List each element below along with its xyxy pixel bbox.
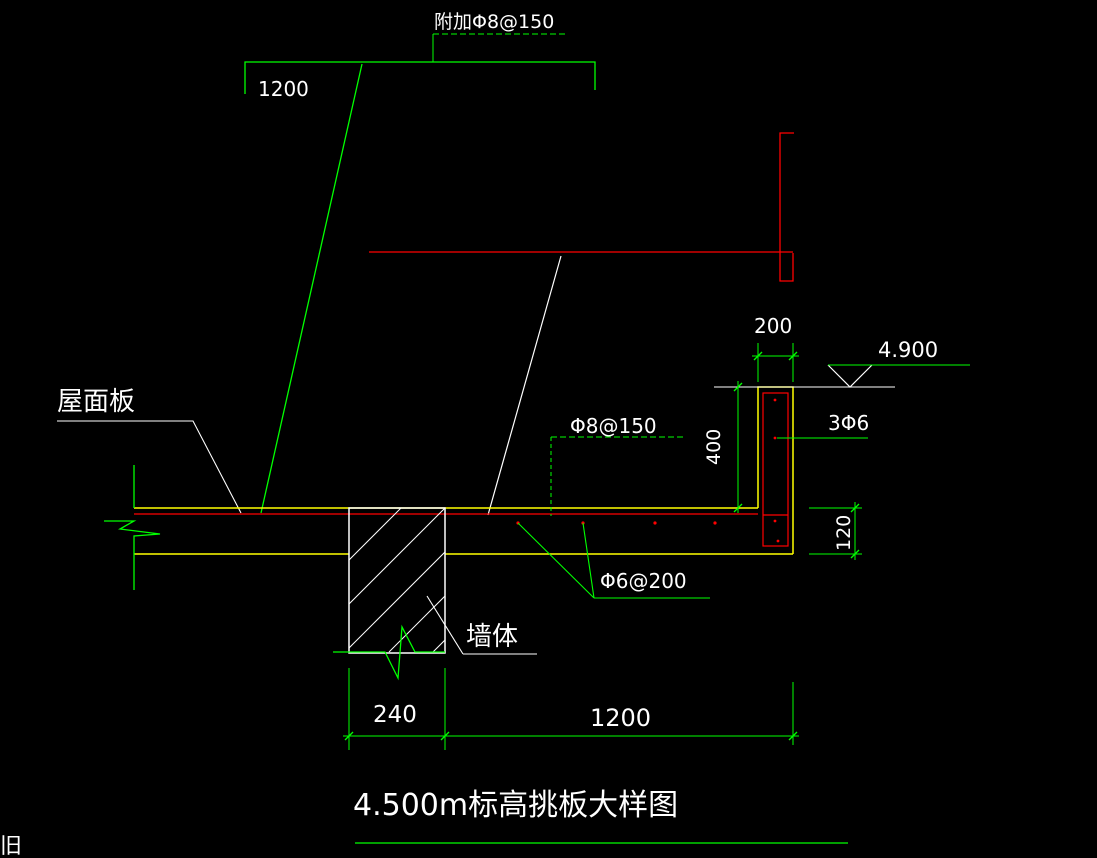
cantilever-slab <box>134 386 794 555</box>
slab-top-leader <box>487 255 562 516</box>
elevation-label: 4.900 <box>878 338 938 362</box>
roof-slab-annotation: 屋面板 <box>57 387 242 514</box>
wall <box>333 507 446 681</box>
top-additional-bar-annotation: 附加Φ8@150 1200 <box>244 11 596 101</box>
upstand-height-dimension: 400 <box>703 381 743 513</box>
slab-thickness-label: 120 <box>833 515 855 551</box>
top-bar-leader <box>260 63 363 514</box>
bottom-dimensions: 240 1200 <box>343 668 799 750</box>
upstand-bars-annotation: 3Φ6 <box>777 411 869 439</box>
upstand-height-label: 400 <box>703 429 725 465</box>
cantilever-length-label: 1200 <box>590 704 651 732</box>
wall-width-label: 240 <box>373 702 417 728</box>
bottom-bar-annotation: Φ6@200 <box>517 522 710 599</box>
upstand-bars-label: 3Φ6 <box>828 411 869 435</box>
roof-slab-label: 屋面板 <box>57 387 135 417</box>
bottom-bar-label: Φ6@200 <box>600 569 687 593</box>
upstand-width-label: 200 <box>754 314 792 338</box>
top-bar-main-annotation: Φ8@150 <box>550 414 683 516</box>
corner-fragment-text: 旧 <box>0 834 22 858</box>
red-reference-marks <box>369 132 794 282</box>
slab-thickness-dimension: 120 <box>809 502 862 560</box>
top-bar-note-label: 附加Φ8@150 <box>434 11 554 33</box>
drawing-title: 4.500m标高挑板大样图 <box>353 788 678 823</box>
drawing-title-block: 4.500m标高挑板大样图 <box>353 788 848 844</box>
top-span-label: 1200 <box>258 77 309 101</box>
top-bar-main-label: Φ8@150 <box>570 414 657 438</box>
left-break-symbol <box>104 465 161 590</box>
upstand-width-dimension: 200 <box>752 314 799 382</box>
elevation-marker: 4.900 <box>714 338 970 388</box>
wall-label: 墙体 <box>466 622 518 652</box>
wall-annotation: 墙体 <box>426 595 537 655</box>
